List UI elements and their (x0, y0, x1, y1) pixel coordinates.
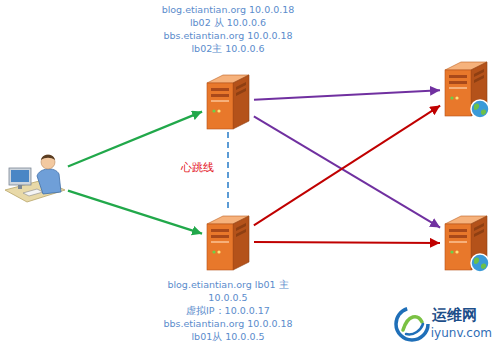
watermark-url: iyunv.com (431, 326, 492, 340)
server-led (212, 250, 215, 253)
traffic-arrow (254, 90, 440, 99)
server-vent (474, 75, 484, 83)
node-text: lb01从 10.0.0.5 (143, 330, 313, 343)
client-node (3, 150, 67, 210)
web-server-icon (445, 216, 489, 272)
client-icon (5, 155, 65, 202)
server-slot (449, 81, 467, 84)
globe-land (474, 258, 479, 265)
heartbeat-line (227, 132, 229, 211)
node-text: bbs.etiantian.org 10.0.0.18 (143, 317, 313, 330)
server-slot (449, 235, 467, 238)
server-icon (203, 212, 253, 272)
monitor-screen (11, 170, 29, 182)
node-text: 10.0.0.5 (143, 291, 313, 304)
server-led (217, 109, 220, 112)
traffic-arrow (254, 116, 440, 227)
server-front (445, 224, 471, 270)
server-slot (449, 241, 467, 243)
load-balancer-node: blog.etiantian.org 10.0.0.18lb02 从 10.0.… (143, 3, 313, 131)
traffic-arrow (68, 191, 202, 234)
traffic-arrow (254, 241, 440, 244)
web-server-node (440, 58, 492, 120)
server-led (450, 250, 453, 253)
server-led (455, 250, 458, 253)
globe-land (474, 104, 479, 111)
server-led (212, 109, 215, 112)
node-text: lb02主 10.0.0.6 (143, 42, 313, 55)
server-front (207, 224, 233, 270)
watermark-text: 运维网 (432, 306, 477, 325)
server-icon (207, 216, 249, 270)
monitor-stand (18, 185, 22, 189)
server-slot (449, 75, 467, 78)
person-body (37, 169, 61, 194)
web-icon (441, 58, 491, 120)
node-text: lb02 从 10.0.0.6 (143, 16, 313, 29)
server-side (233, 216, 249, 270)
server-slot (211, 88, 229, 91)
logo-swirl (403, 317, 422, 330)
watermark-logo (396, 308, 428, 340)
logo-swirl (406, 324, 423, 334)
keyboard (23, 189, 43, 196)
globe-land (481, 264, 486, 269)
server-icon (207, 75, 249, 129)
globe-land (481, 110, 486, 115)
globe (471, 254, 489, 272)
server-slot (211, 229, 229, 232)
server-slot (211, 100, 229, 102)
server-slot (211, 94, 229, 97)
traffic-arrow (254, 106, 440, 226)
node-text: blog.etiantian.org 10.0.0.18 (143, 3, 313, 16)
server-front (207, 83, 233, 129)
server-led (450, 96, 453, 99)
person-head (41, 155, 55, 169)
server-vent (236, 229, 246, 237)
person-hair (41, 155, 55, 160)
server-side (233, 75, 249, 129)
node-text: 虚拟IP：10.0.0.17 (143, 304, 313, 317)
monitor (9, 168, 31, 185)
server-slot (449, 87, 467, 89)
server-slot (211, 235, 229, 238)
web-server-icon (445, 62, 489, 118)
server-slot (211, 241, 229, 243)
server-icon (203, 71, 253, 131)
load-balancer-node: blog.etiantian.org lb01 主10.0.0.5虚拟IP：10… (143, 212, 313, 343)
globe (471, 100, 489, 118)
web-server-node (440, 212, 492, 274)
server-front (445, 70, 471, 116)
edge-label: 心跳线 (179, 161, 216, 175)
server-led (217, 250, 220, 253)
server-vent (474, 229, 484, 237)
server-slot (449, 229, 467, 232)
traffic-arrow (68, 112, 202, 167)
logo-ring (396, 308, 428, 340)
server-vent (236, 88, 246, 96)
node-text: blog.etiantian.org lb01 主 (143, 278, 313, 291)
node-text: bbs.etiantian.org 10.0.0.18 (143, 29, 313, 42)
server-led (455, 96, 458, 99)
client-icon (3, 150, 67, 210)
web-icon (441, 212, 491, 274)
